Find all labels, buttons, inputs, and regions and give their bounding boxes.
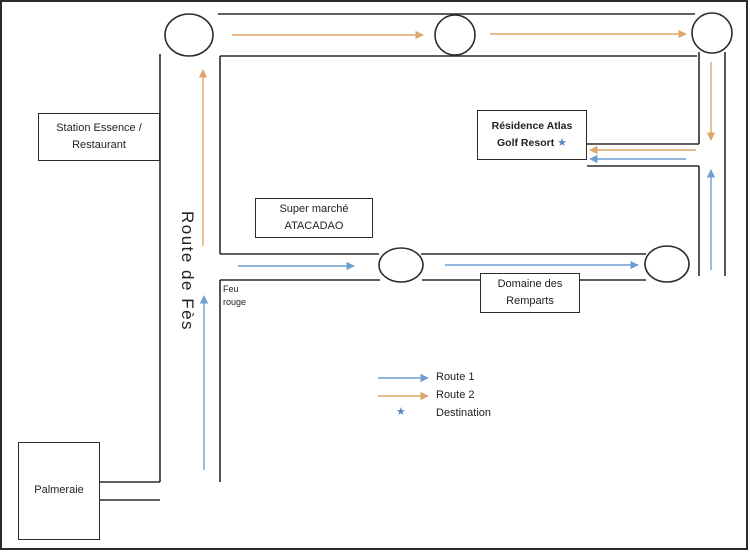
palmeraie-box: Palmeraie (18, 442, 100, 540)
palmeraie-label: Palmeraie (34, 484, 84, 497)
roundabout-top-left (164, 13, 214, 57)
legend-destination-label: Destination (436, 407, 492, 419)
domaine-label-line2: Remparts (506, 295, 554, 307)
residence-label-line1: Résidence Atlas (491, 120, 573, 133)
domaine-des-remparts-box: Domaine des Remparts (480, 273, 580, 313)
supermarche-label-line1: Super marché (279, 202, 349, 215)
residence-label-line2-wrap: Golf Resort ★ (497, 135, 567, 152)
roundabout-top-middle (434, 14, 476, 56)
domaine-label-line1: Domaine des (497, 277, 563, 290)
roundabout-middle-right (644, 245, 690, 283)
station-essence-restaurant-box: Station Essence / Restaurant (38, 113, 160, 161)
super-marche-atacadao-box: Super marché ATACADAO (255, 198, 373, 238)
legend-star-icon: ★ (396, 406, 406, 418)
legend-route1-label: Route 1 (436, 371, 475, 383)
star-icon: ★ (557, 136, 567, 149)
station-label-line2: Restaurant (72, 139, 126, 151)
feu-rouge-line1: Feu (223, 284, 239, 294)
feu-rouge-label: Feu rouge (223, 283, 246, 308)
supermarche-label-line2: ATACADAO (284, 220, 344, 232)
residence-label-line2: Golf Resort (497, 136, 555, 149)
roads (100, 13, 726, 501)
roundabout-middle-left (378, 247, 424, 283)
route-de-fes-label: Route de Fès (178, 210, 197, 332)
station-label-line1: Station Essence / (56, 121, 142, 134)
roundabout-top-right (691, 12, 733, 54)
legend-route2-label: Route 2 (436, 389, 475, 401)
residence-atlas-box: Résidence Atlas Golf Resort ★ (477, 110, 587, 160)
feu-rouge-line2: rouge (223, 296, 247, 307)
